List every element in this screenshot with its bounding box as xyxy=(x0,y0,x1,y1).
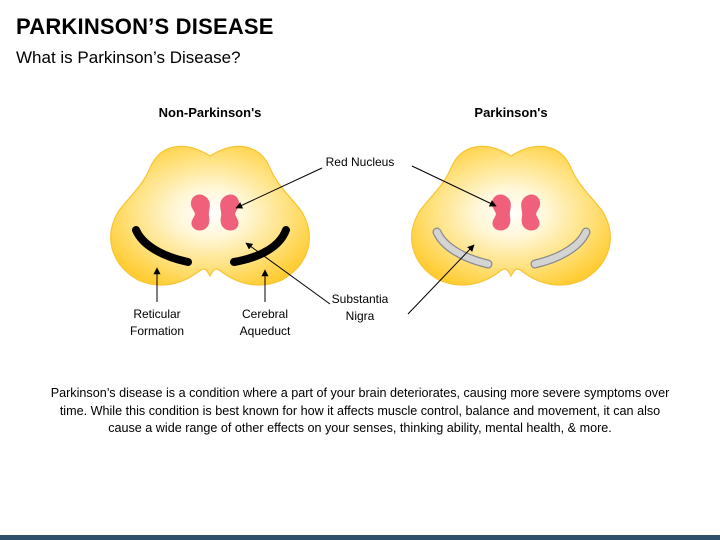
arrow-substantia-left xyxy=(245,242,331,305)
brain-diagram: Non-Parkinson's Parkinson's Red Nucleus … xyxy=(110,105,611,338)
right-heading: Parkinson's xyxy=(474,105,547,120)
footer-bar xyxy=(0,535,720,540)
page-subtitle: What is Parkinson’s Disease? xyxy=(16,48,241,67)
label-reticular-line2: Formation xyxy=(130,324,184,338)
red-nucleus-left-lobe-1 xyxy=(190,194,210,231)
red-nucleus-right-lobe-2 xyxy=(521,194,541,231)
substantia-nigra-right-2-fill xyxy=(531,228,590,268)
parkinsons-brain xyxy=(411,145,611,286)
arrow-red-nucleus-right xyxy=(411,165,497,207)
label-substantia-line2: Nigra xyxy=(346,309,375,323)
brain-outline-left xyxy=(110,145,310,286)
left-heading: Non-Parkinson's xyxy=(159,105,262,120)
substantia-nigra-right-1-fill xyxy=(433,228,492,268)
label-substantia-line1: Substantia xyxy=(332,292,389,306)
label-reticular-line1: Reticular xyxy=(133,307,180,321)
non-parkinsons-brain xyxy=(110,145,310,286)
description-text: Parkinson’s disease is a condition where… xyxy=(50,386,670,435)
arrow-red-nucleus-left xyxy=(235,167,323,209)
label-cerebral-line1: Cerebral xyxy=(242,307,288,321)
label-red-nucleus: Red Nucleus xyxy=(326,155,395,169)
label-cerebral-line2: Aqueduct xyxy=(240,324,291,338)
arrow-substantia-right xyxy=(407,244,475,315)
page-title: PARKINSON’S DISEASE xyxy=(16,14,274,39)
red-nucleus-left-lobe-2 xyxy=(220,194,240,231)
brain-outline-right xyxy=(411,145,611,286)
substantia-nigra-left-2 xyxy=(230,226,290,266)
substantia-nigra-left-1 xyxy=(132,226,192,266)
